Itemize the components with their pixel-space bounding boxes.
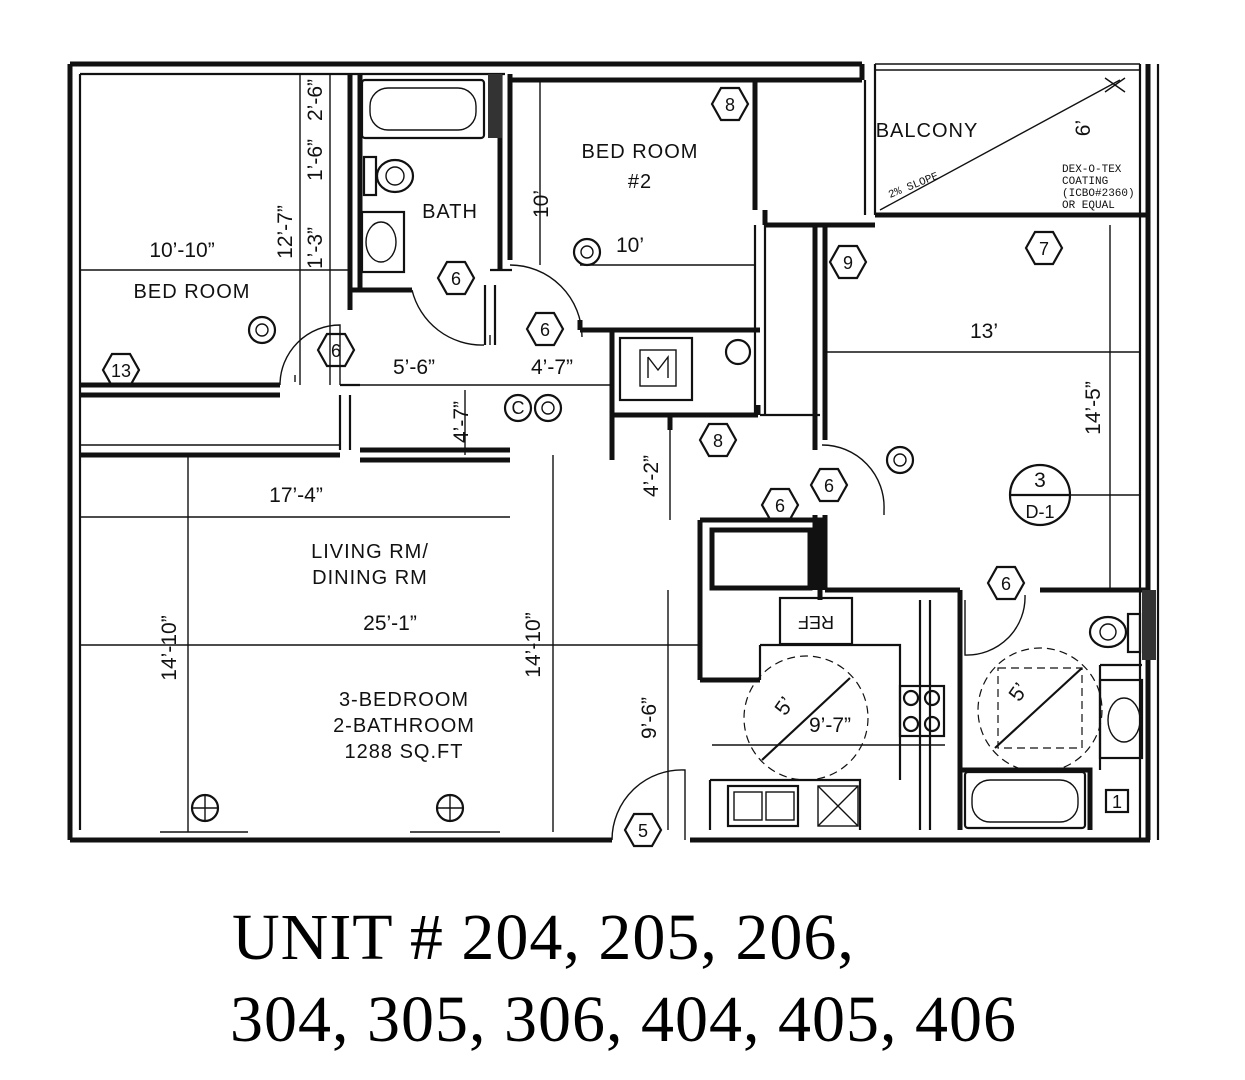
coating-note-1: DEX-O-TEX [1062, 164, 1122, 176]
coating-note-3: (ICBO#2360) [1062, 188, 1135, 200]
dimension-lines [80, 74, 1140, 832]
slope-label: 2% SLOPE [887, 171, 941, 202]
dim-label: 5’-6” [393, 356, 435, 379]
exterior-walls [67, 61, 1160, 843]
hex-tags: 6 6 6 6 6 6 8 8 9 7 13 5 1 [101, 86, 1122, 848]
dim-label: 9’-7” [809, 714, 851, 737]
dim-label: 10’ [616, 234, 644, 257]
dining-label: DINING RM [312, 567, 428, 589]
living-label: LIVING RM/ [311, 541, 429, 563]
dim-label: 5’ [1005, 679, 1033, 706]
unit-numbers-block: UNIT # 204, 205, 206, 304, 305, 306, 404… [0, 890, 1245, 1070]
tag-8: 8 [713, 431, 723, 451]
dim-label: 6’ [1072, 120, 1095, 136]
dim-label: 14’-10” [522, 612, 545, 677]
tag-5: 5 [638, 821, 648, 841]
section-marker-bottom: D-1 [1025, 502, 1054, 522]
balcony-label: BALCONY [876, 120, 979, 142]
tag-13: 13 [111, 361, 131, 381]
dim-label: 12’-7” [274, 205, 297, 259]
ceiling-fan-mark: C [512, 398, 525, 418]
dim-label: 2’-6” [304, 79, 327, 121]
dim-label: 10’ [530, 190, 553, 218]
bedroom2-label: BED ROOM [582, 141, 699, 163]
dim-label: 5’ [771, 693, 799, 720]
dim-label: 17’-4” [269, 484, 323, 507]
dim-label: 4’-2” [640, 455, 663, 497]
tag-6: 6 [824, 476, 834, 496]
dim-label: 4’-7” [531, 356, 573, 379]
ceiling-fixtures: C [190, 237, 915, 823]
tag-6: 6 [331, 341, 341, 361]
dim-label: 9’-6” [638, 697, 661, 739]
bedroom2-number: #2 [628, 171, 652, 193]
tag-6: 6 [540, 320, 550, 340]
dim-label: 4’-7” [450, 401, 473, 443]
bedroom-label: BED ROOM [134, 281, 251, 303]
ref-label: REF [798, 612, 834, 632]
turning-circles [743, 647, 1103, 781]
interior-walls [80, 64, 1156, 833]
unit-numbers-line-2: 304, 305, 306, 404, 405, 406 [230, 983, 1017, 1056]
dim-label: 13’ [970, 320, 998, 343]
tag-6: 6 [775, 496, 785, 516]
summary-area: 1288 SQ.FT [345, 741, 464, 763]
plumbing-fixtures [360, 78, 1144, 830]
unit-numbers-line-1: UNIT # 204, 205, 206, [232, 901, 855, 974]
tag-1: 1 [1112, 792, 1122, 812]
dim-label: 25’-1” [363, 612, 417, 635]
dim-label: 1’-6” [304, 139, 327, 181]
coating-note-2: COATING [1062, 176, 1108, 188]
door-swings [279, 264, 1026, 841]
dim-label: 14’-10” [158, 615, 181, 680]
tag-7: 7 [1039, 239, 1049, 259]
section-marker: 3 D-1 [1008, 463, 1072, 527]
tag-8: 8 [725, 95, 735, 115]
coating-note-4: OR EQUAL [1062, 200, 1115, 212]
tag-6: 6 [1001, 574, 1011, 594]
section-marker-top: 3 [1034, 469, 1046, 492]
dim-label: 14’-5” [1082, 381, 1105, 435]
tag-9: 9 [843, 253, 853, 273]
tag-6: 6 [451, 269, 461, 289]
floor-plan-drawing: 3 D-1 C 6 6 6 6 6 6 8 8 9 7 13 [67, 61, 1160, 848]
summary-bedrooms: 3-BEDROOM [339, 689, 469, 711]
summary-bathrooms: 2-BATHROOM [333, 715, 475, 737]
dim-label: 1’-3” [304, 227, 327, 269]
bath-label: BATH [422, 201, 478, 223]
balcony-slope-lines [879, 77, 1126, 211]
dim-label: 10’-10” [149, 239, 214, 262]
